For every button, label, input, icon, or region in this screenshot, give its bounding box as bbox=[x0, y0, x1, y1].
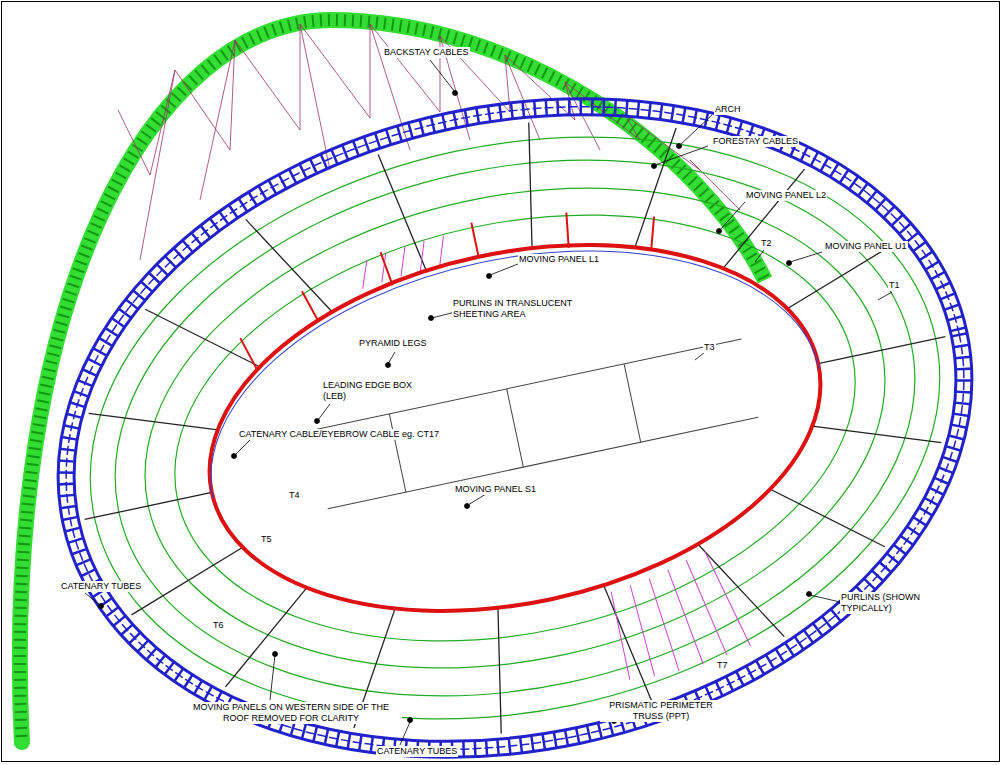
callout-label: PURLINS IN TRANSLUCENT SHEETING AREA bbox=[452, 298, 584, 320]
callout-label: PRISMATIC PERIMETER TRUSS (PPT) bbox=[600, 700, 722, 722]
callout-label: T5 bbox=[260, 534, 273, 545]
callout-label: CATENARY TUBES bbox=[60, 581, 142, 592]
callout-label: MOVING PANEL L2 bbox=[745, 190, 827, 201]
callout-label: FORESTAY CABLES bbox=[712, 136, 799, 147]
callout-label: MOVING PANEL U1 bbox=[824, 241, 908, 252]
callout-label: T3 bbox=[703, 342, 716, 353]
callout-label: LEADING EDGE BOX (LEB) bbox=[322, 380, 419, 402]
callout-label: ARCH bbox=[714, 104, 742, 115]
callout-label: CATENARY CABLE/EYEBROW CABLE eg. CT17 bbox=[238, 429, 440, 440]
callout-label: PYRAMID LEGS bbox=[358, 338, 428, 349]
callout-label: PURLINS (SHOWN TYPICALLY) bbox=[840, 592, 942, 614]
leading-edge-box bbox=[168, 158, 854, 663]
callout-label: MOVING PANEL L1 bbox=[518, 254, 600, 265]
leader-lines bbox=[85, 60, 892, 745]
catenary-tubes bbox=[36, 62, 995, 765]
roof-trusses bbox=[23, 47, 1003, 765]
callout-label: T6 bbox=[212, 620, 225, 631]
callout-label: T1 bbox=[888, 280, 901, 291]
callout-label: CATENARY TUBES bbox=[376, 746, 458, 757]
prismatic-perimeter-truss bbox=[0, 17, 1003, 765]
callout-label: MOVING PANELS ON WESTERN SIDE OF THE ROO… bbox=[180, 702, 402, 724]
callout-label: BACKSTAY CABLES bbox=[383, 47, 470, 58]
callout-label: T2 bbox=[760, 238, 773, 249]
callout-label: MOVING PANEL S1 bbox=[454, 484, 537, 495]
moving-panels bbox=[311, 339, 758, 509]
purlins bbox=[355, 191, 752, 719]
callout-label: T4 bbox=[288, 490, 301, 501]
callout-label: T7 bbox=[716, 660, 729, 671]
arch-cables bbox=[118, 24, 740, 260]
